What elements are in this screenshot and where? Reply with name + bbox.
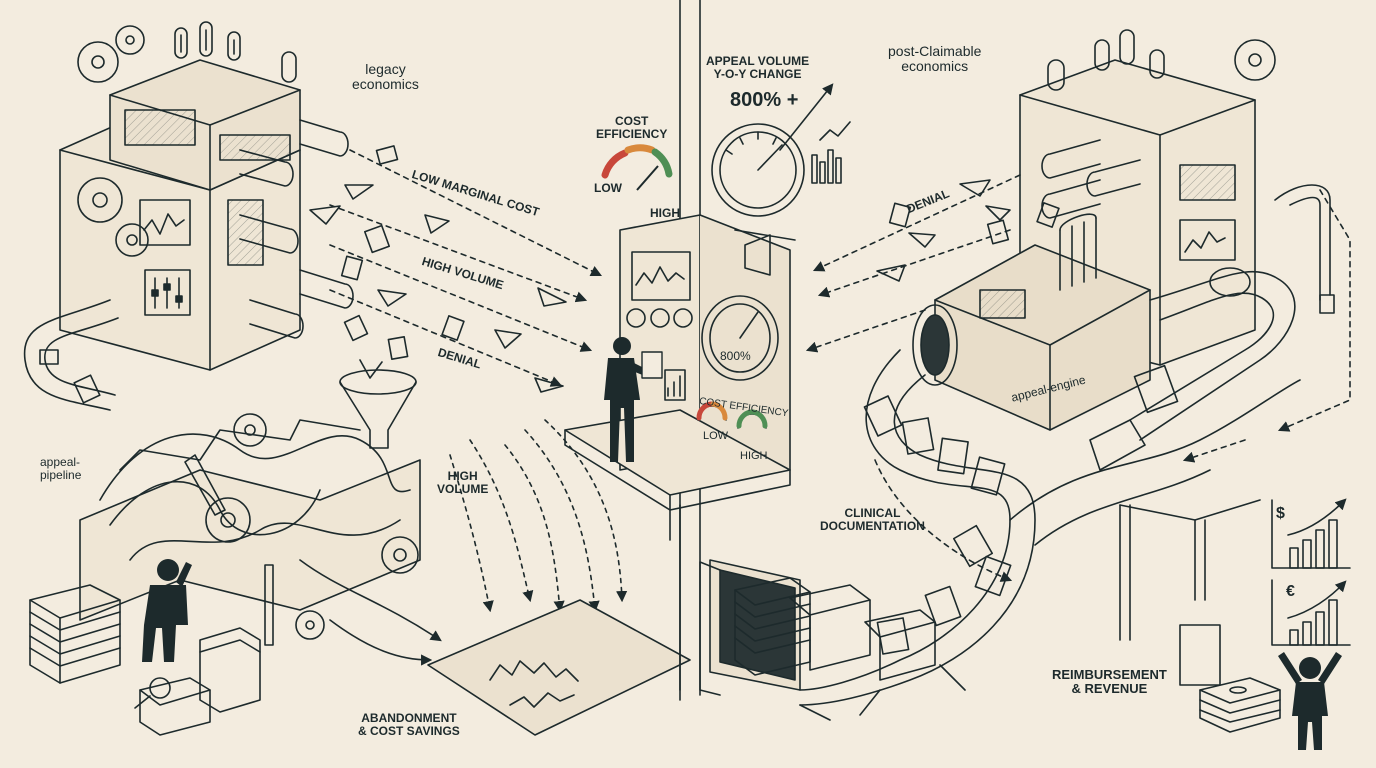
abandonment-pit <box>427 599 691 736</box>
gauge-high-label: HIGH <box>650 206 680 220</box>
panel-gauges <box>696 401 768 429</box>
person-icon <box>142 559 192 662</box>
document-icon <box>863 364 1179 655</box>
paper-plane-icon <box>309 184 567 393</box>
document-icon <box>39 145 465 404</box>
appeal-pipeline-label: appeal- pipeline <box>40 455 82 483</box>
appeal-volume-title: APPEAL VOLUME Y-O-Y CHANGE <box>706 54 810 82</box>
appeal-volume-value: 800% + <box>730 89 799 111</box>
person-icon <box>604 337 652 462</box>
gauge-icon <box>711 83 851 276</box>
dollar-sign-icon: $ <box>1276 505 1285 522</box>
paper-stack <box>29 584 261 736</box>
panel-high-label: HIGH <box>740 450 768 462</box>
euro-sign-icon: € <box>1286 583 1295 600</box>
gauge-needle <box>636 165 659 191</box>
document-icon <box>641 351 663 379</box>
gauge-low-label: LOW <box>594 181 622 195</box>
high-volume-lower-label: HIGH VOLUME <box>437 469 489 497</box>
funnel-icon <box>339 359 417 449</box>
legacy-machine <box>23 21 354 411</box>
clinical-documentation-label: CLINICAL DOCUMENTATION <box>820 506 925 534</box>
bar-chart-icon <box>1271 498 1351 646</box>
signpost <box>1119 499 1261 686</box>
money-stack-icon <box>1199 677 1281 733</box>
cost-efficiency-title: COST EFFICIENCY <box>596 114 668 142</box>
arrow-icon <box>329 149 603 387</box>
legacy-economics-label: legacy economics <box>352 61 419 93</box>
appeal-engine-machine <box>912 29 1335 471</box>
appeal-pipeline <box>79 413 442 666</box>
center-panel <box>564 0 801 701</box>
abandonment-label: ABANDONMENT & COST SAVINGS <box>358 711 460 739</box>
paper-stack <box>734 577 936 681</box>
arrow-icon <box>805 174 1351 582</box>
paper-plane-icon <box>876 179 1011 282</box>
reimbursement-label: REIMBURSEMENT & REVENUE <box>1052 667 1167 697</box>
document-icon <box>888 202 1060 245</box>
panel-low-label: LOW <box>703 430 729 442</box>
cost-efficiency-gauge <box>601 144 673 179</box>
arrow-icon <box>449 419 628 613</box>
person-icon <box>1278 652 1342 750</box>
bar-chart-icon <box>811 149 842 184</box>
post-economics-label: post-Claimable economics <box>888 43 982 75</box>
dial-value: 800% <box>720 349 751 363</box>
